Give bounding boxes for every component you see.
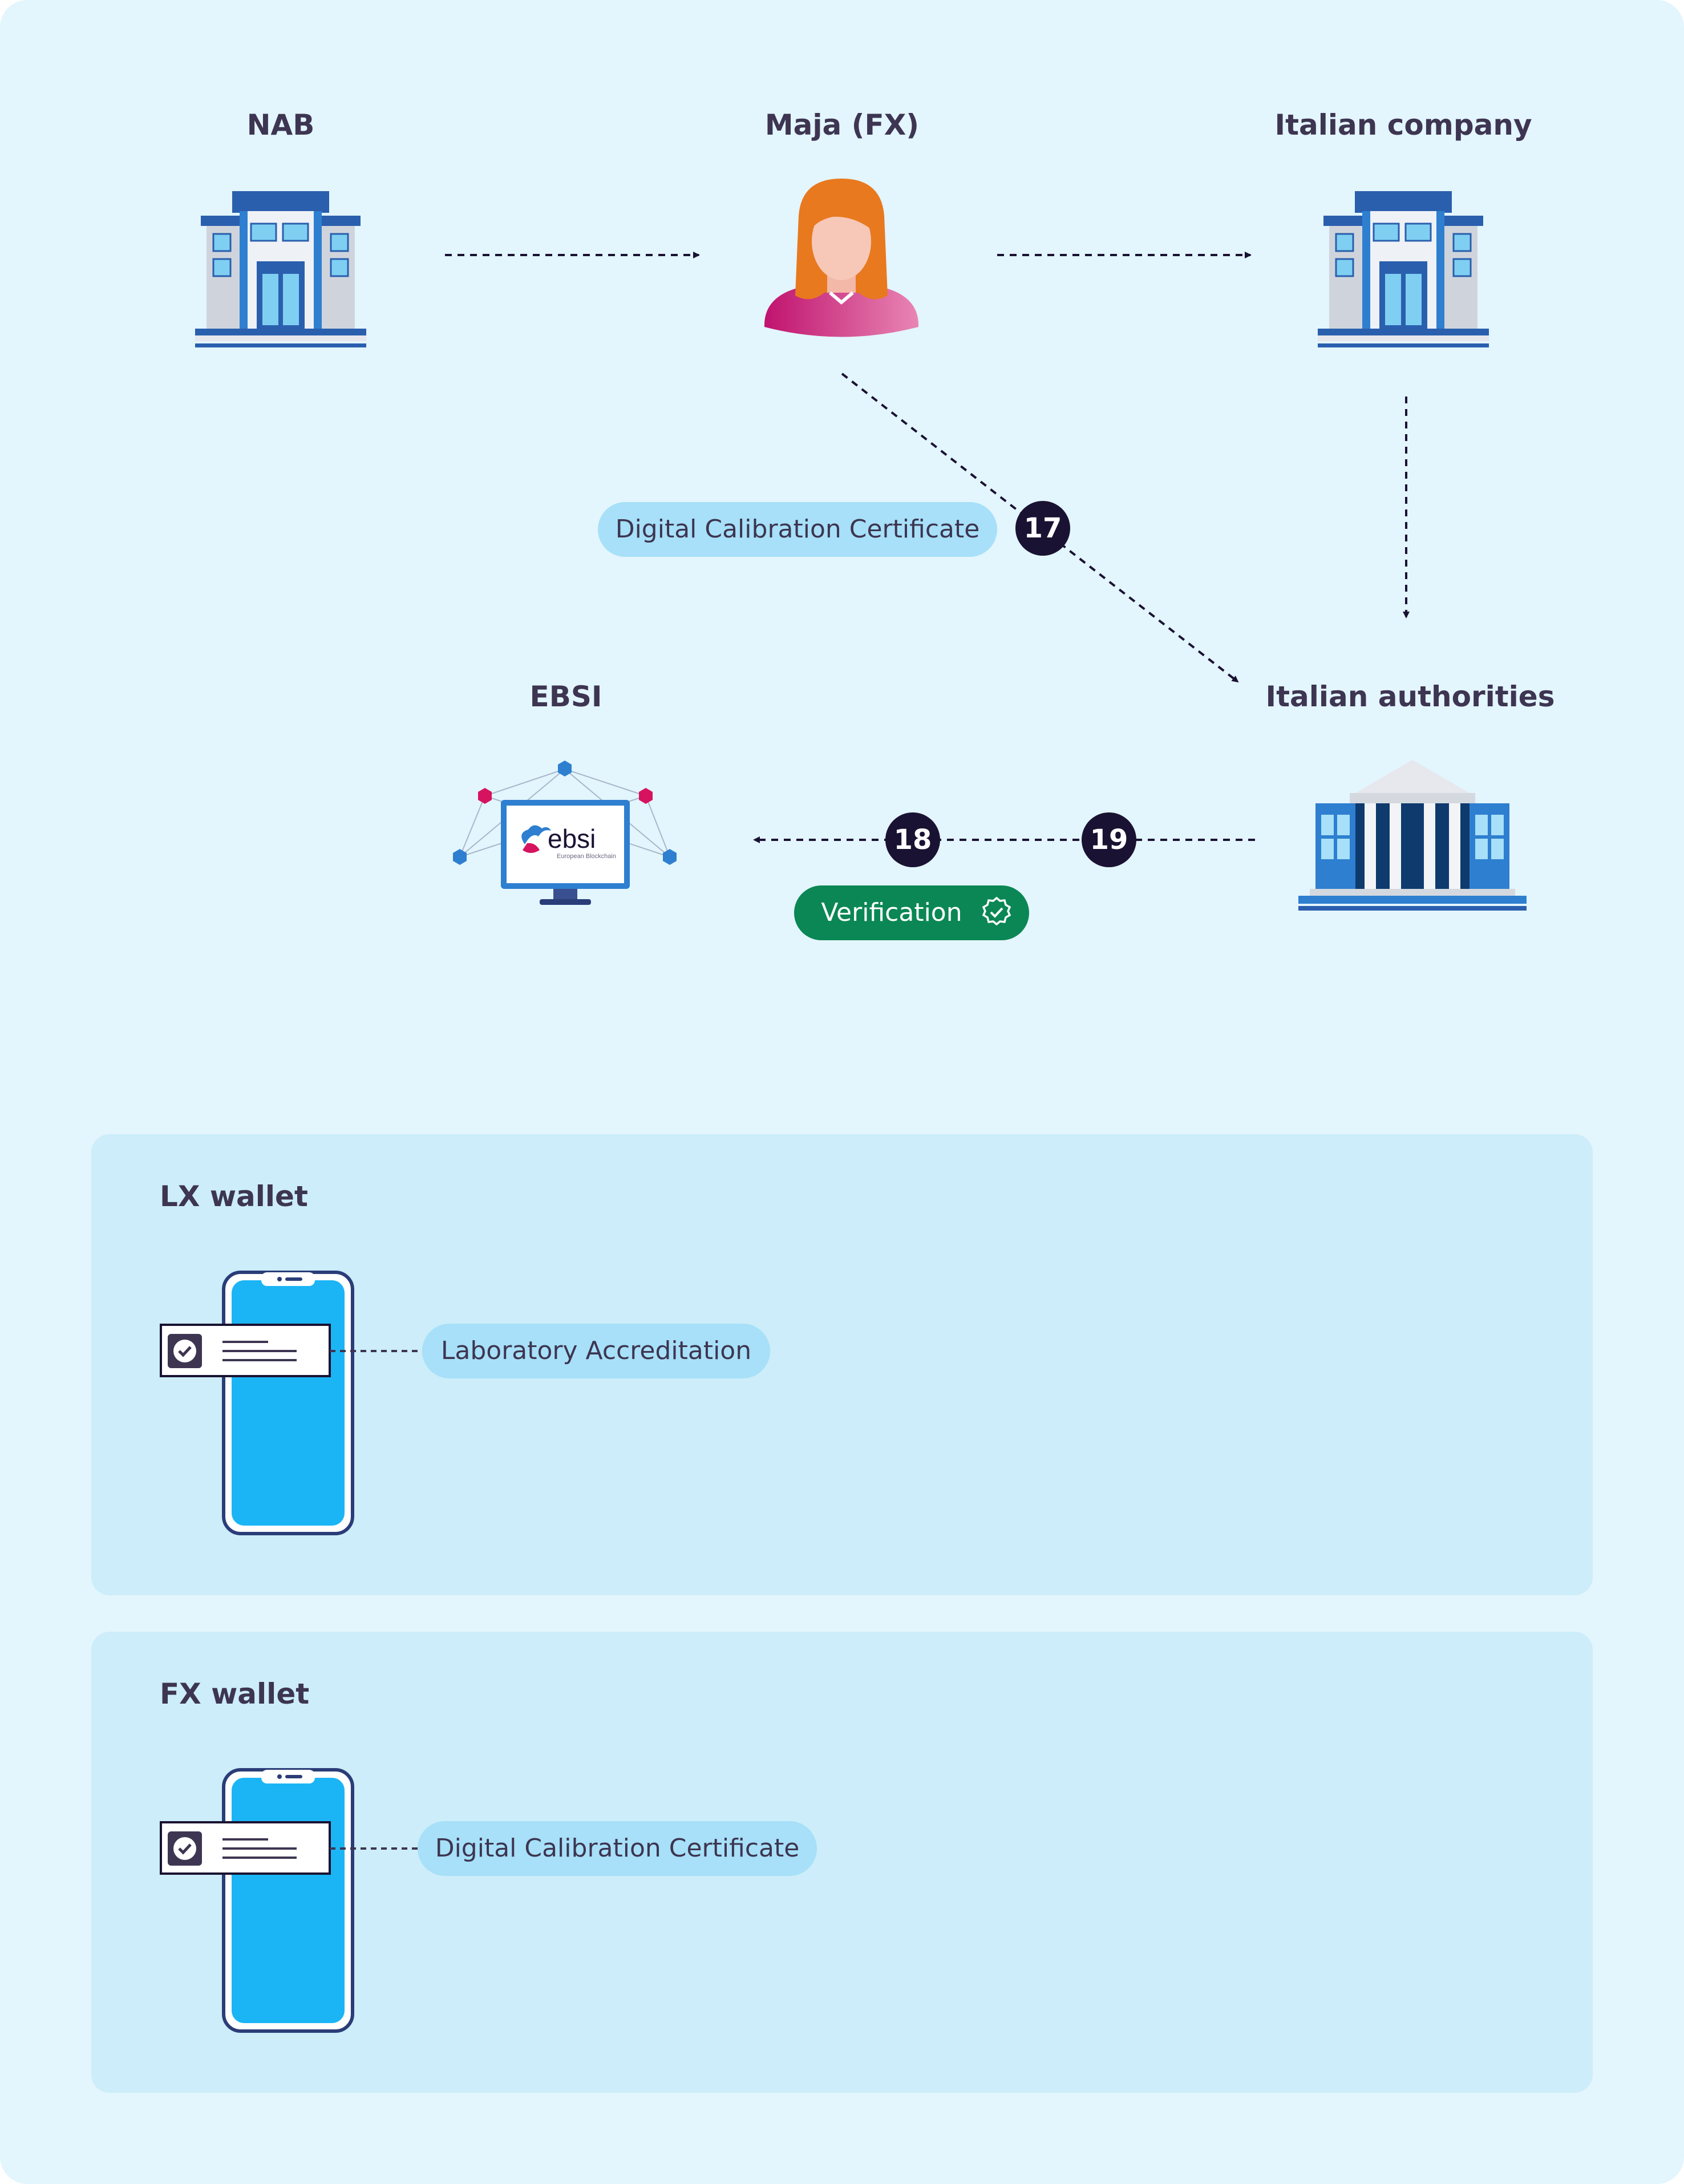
step-badge-18: 18 bbox=[885, 812, 940, 867]
verified-badge-icon bbox=[982, 896, 1011, 926]
fx-wallet-title: FX wallet bbox=[160, 1677, 310, 1710]
node-title-ebsi: EBSI bbox=[529, 680, 602, 713]
credential-card-lx bbox=[160, 1324, 331, 1377]
node-title-italian-company: Italian company bbox=[1274, 108, 1532, 141]
fx-credential-pill: Digital Calibration Certificate bbox=[418, 1821, 817, 1876]
credential-card-fx bbox=[160, 1821, 331, 1875]
lx-wallet-panel: LX wallet Laboratory Accreditation bbox=[91, 1134, 1593, 1595]
ebsi-network-monitor: ebsi European Blockchain bbox=[453, 761, 677, 905]
lx-wallet-title: LX wallet bbox=[160, 1180, 308, 1213]
network-node-icon bbox=[453, 761, 677, 865]
person-icon-maja bbox=[764, 179, 919, 337]
phone-icon-lx bbox=[222, 1271, 354, 1535]
arrow-maja-to-authorities bbox=[841, 373, 1239, 683]
verification-label: Verification bbox=[821, 898, 962, 927]
phone-icon-fx bbox=[222, 1768, 354, 2033]
verification-pill: Verification bbox=[794, 885, 1029, 940]
node-title-maja: Maja (FX) bbox=[764, 108, 920, 141]
credential-pill-dcc: Digital Calibration Certificate bbox=[598, 502, 997, 557]
ebsi-wordmark: ebsi bbox=[548, 824, 596, 854]
lx-credential-pill: Laboratory Accreditation bbox=[422, 1324, 770, 1378]
ebsi-subtitle: European Blockchain bbox=[557, 853, 616, 860]
node-title-nab: NAB bbox=[246, 108, 315, 141]
node-title-italian-authorities: Italian authorities bbox=[1265, 680, 1555, 713]
fx-wallet-panel: FX wallet Digital Calibration Certificat… bbox=[91, 1632, 1593, 2093]
step-badge-19: 19 bbox=[1082, 812, 1136, 867]
building-icon-nab bbox=[195, 191, 366, 347]
building-icon-italian-company bbox=[1318, 191, 1489, 347]
step-badge-17: 17 bbox=[1015, 501, 1070, 556]
government-building-icon bbox=[1298, 760, 1527, 911]
